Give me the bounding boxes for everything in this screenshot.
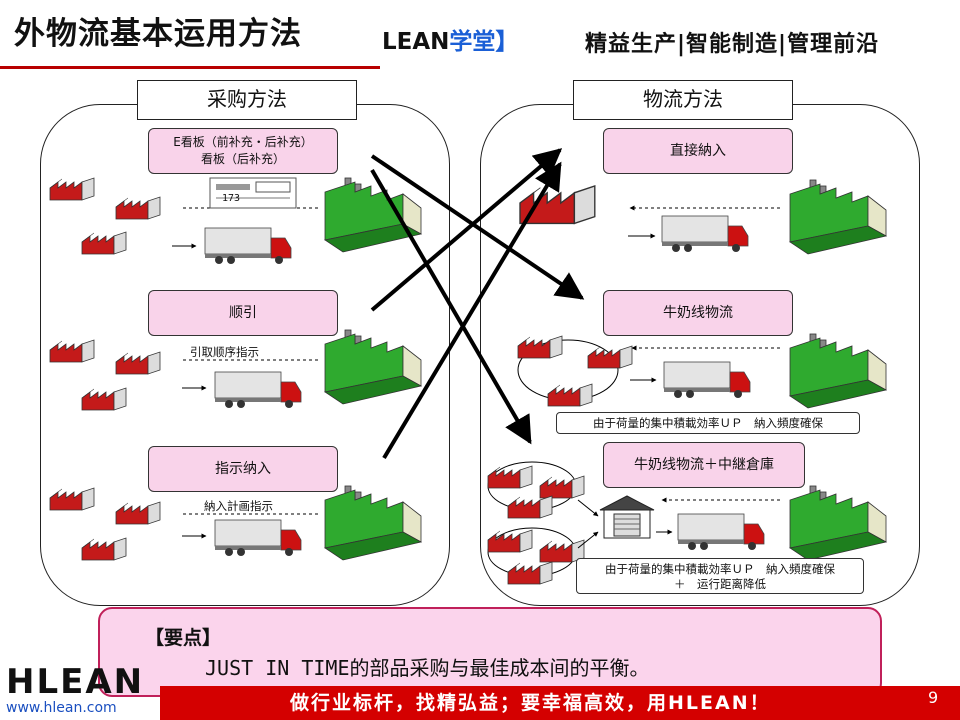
supplier-icon (539, 475, 585, 499)
key-point-body: JUST IN TIME的部品采购与最佳成本间的平衡。 (205, 656, 650, 680)
factory-icon (324, 485, 422, 561)
method-label: 指示纳入 (215, 460, 271, 477)
brand-suffix: 学堂】 (449, 29, 519, 55)
note-line2: ＋ 运行距离降低 (674, 577, 766, 591)
supplier-icon (587, 345, 633, 369)
factory-icon (789, 179, 887, 255)
method-label: 牛奶线物流 (663, 304, 733, 321)
supplier-icon (81, 231, 127, 255)
mapping-arrow (370, 168, 532, 445)
supplier-icon (49, 339, 95, 363)
method-label-line1: E看板（前补充・后补充） (173, 135, 313, 149)
supplier-icon (547, 383, 593, 407)
flow-arrow (577, 531, 599, 549)
method-label: 直接納入 (670, 142, 726, 159)
supplier-icon (81, 387, 127, 411)
supplier-icon (487, 529, 533, 553)
note-line1: 由于荷量的集中積載効率ＵＰ 納入頻度確保 (605, 562, 835, 576)
truck-icon (663, 361, 751, 399)
method-box-milkrun-warehouse: 牛奶线物流＋中継倉庫 (603, 442, 805, 488)
logistics-panel-title: 物流方法 (573, 80, 793, 120)
truck-icon (214, 519, 302, 557)
hlean-logo: HLEAN (6, 662, 145, 702)
supplier-icon (115, 196, 161, 220)
mapping-arrow (370, 148, 563, 312)
milkrun-note: 由于荷量的集中積載効率ＵＰ 納入頻度確保 (556, 412, 860, 434)
method-box-milkrun: 牛奶线物流 (603, 290, 793, 336)
footer-bar (160, 686, 960, 720)
header-tagline: 精益生产|智能制造|管理前沿 (585, 32, 880, 57)
truck-icon (204, 227, 292, 265)
supplier-icon (81, 537, 127, 561)
method-label: 顺引 (229, 304, 257, 321)
method-note: 納入計画指示 (204, 499, 273, 513)
flow-arrow (577, 499, 599, 517)
kanban-card-image (209, 177, 297, 209)
factory-icon (324, 177, 422, 253)
truck-icon (677, 513, 765, 551)
supplier-icon (49, 177, 95, 201)
supplier-icon (507, 495, 553, 519)
warehouse-icon (599, 495, 655, 539)
supplier-icon (49, 487, 95, 511)
supplier-icon (487, 465, 533, 489)
supplier-icon (115, 351, 161, 375)
truck-icon (661, 215, 749, 253)
method-box-direct: 直接納入 (603, 128, 793, 174)
kanban-card-number: 173 (222, 193, 241, 204)
method-label-line2: 看板（后补充） (200, 152, 285, 166)
method-box-sequence: 顺引 (148, 290, 338, 336)
supplier-icon-large (519, 185, 596, 225)
truck-icon (214, 371, 302, 409)
factory-icon (789, 485, 887, 561)
method-box-instruction: 指示纳入 (148, 446, 338, 492)
brand-prefix: LEAN (382, 29, 450, 55)
method-box-ekanban: E看板（前补充・后补充） 看板（后补充） (148, 128, 338, 174)
page-title: 外物流基本运用方法 (14, 16, 302, 52)
page-number: 9 (928, 688, 939, 707)
factory-icon (789, 333, 887, 409)
supplier-icon (115, 501, 161, 525)
supplier-icon (507, 561, 553, 585)
procurement-panel-title: 采购方法 (137, 80, 357, 120)
milkrun-warehouse-note: 由于荷量的集中積載効率ＵＰ 納入頻度確保 ＋ 运行距离降低 (576, 558, 864, 594)
footer-url[interactable]: www.hlean.com (6, 700, 117, 716)
mapping-arrow (370, 154, 585, 300)
supplier-icon (517, 335, 563, 359)
title-underline (0, 66, 380, 69)
footer-slogan: 做行业标杆，找精弘益；要幸福高效，用HLEAN！ (290, 692, 771, 714)
method-label: 牛奶线物流＋中継倉庫 (634, 456, 774, 473)
key-point-heading: 【要点】 (145, 627, 222, 649)
mapping-arrow (382, 161, 562, 460)
factory-icon (324, 329, 422, 405)
method-note: 引取顺序指示 (190, 345, 259, 359)
brand-text: LEAN学堂】 (382, 22, 518, 56)
